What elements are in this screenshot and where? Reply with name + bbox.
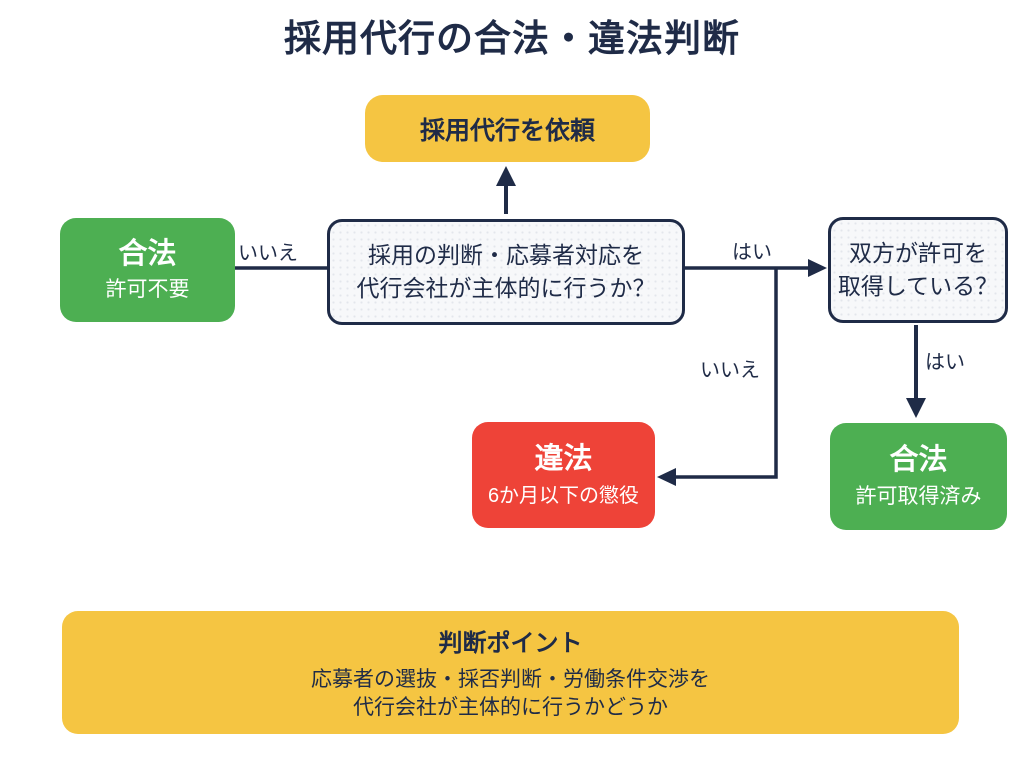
arrowhead-right-icon (808, 259, 827, 277)
judgment-point-line1: 応募者の選抜・採否判断・労働条件交渉を (311, 667, 710, 691)
arrowhead-up-icon (496, 166, 516, 186)
node-question-main: 採用の判断・応募者対応を 代行会社が主体的に行うか？ (327, 219, 685, 325)
question-permit-line1: 双方が許可を (849, 239, 987, 266)
page-title: 採用代行の合法・違法判断 (284, 18, 740, 59)
question-main-line1: 採用の判断・応募者対応を (368, 241, 644, 268)
judgment-point-title: 判断ポイント (438, 629, 583, 657)
edge-label-no-down: いいえ (700, 359, 760, 382)
node-illegal: 違法 6か月以下の懲役 (472, 422, 655, 528)
edge-label-yes-down: はい (925, 351, 965, 374)
legal-right-subtitle: 許可取得済み (855, 484, 982, 508)
legal-left-title: 合法 (118, 237, 177, 270)
edge-label-no-left: いいえ (238, 242, 298, 265)
node-legal-with-permit: 合法 許可取得済み (830, 423, 1007, 530)
judgment-point-line2: 代行会社が主体的に行うかどうか (353, 696, 668, 719)
node-legal-no-permit: 合法 許可不要 (60, 218, 235, 322)
arrowhead-down-icon (906, 398, 926, 418)
node-question-permit: 双方が許可を 取得している？ (828, 217, 1008, 323)
node-request-label: 採用代行を依頼 (419, 116, 595, 145)
legal-right-title: 合法 (889, 444, 948, 477)
arrowhead-left-icon (657, 468, 676, 486)
question-permit-line2: 取得している？ (837, 273, 999, 299)
node-judgment-point: 判断ポイント 応募者の選抜・採否判断・労働条件交渉を 代行会社が主体的に行うかど… (62, 611, 959, 734)
question-main-line2: 代行会社が主体的に行うか？ (356, 275, 656, 301)
edge-label-yes-right: はい (732, 241, 772, 264)
node-request-outsourcing: 採用代行を依頼 (365, 95, 650, 162)
illegal-subtitle: 6か月以下の懲役 (487, 484, 640, 507)
illegal-title: 違法 (534, 443, 593, 476)
legal-left-subtitle: 許可不要 (105, 278, 190, 302)
